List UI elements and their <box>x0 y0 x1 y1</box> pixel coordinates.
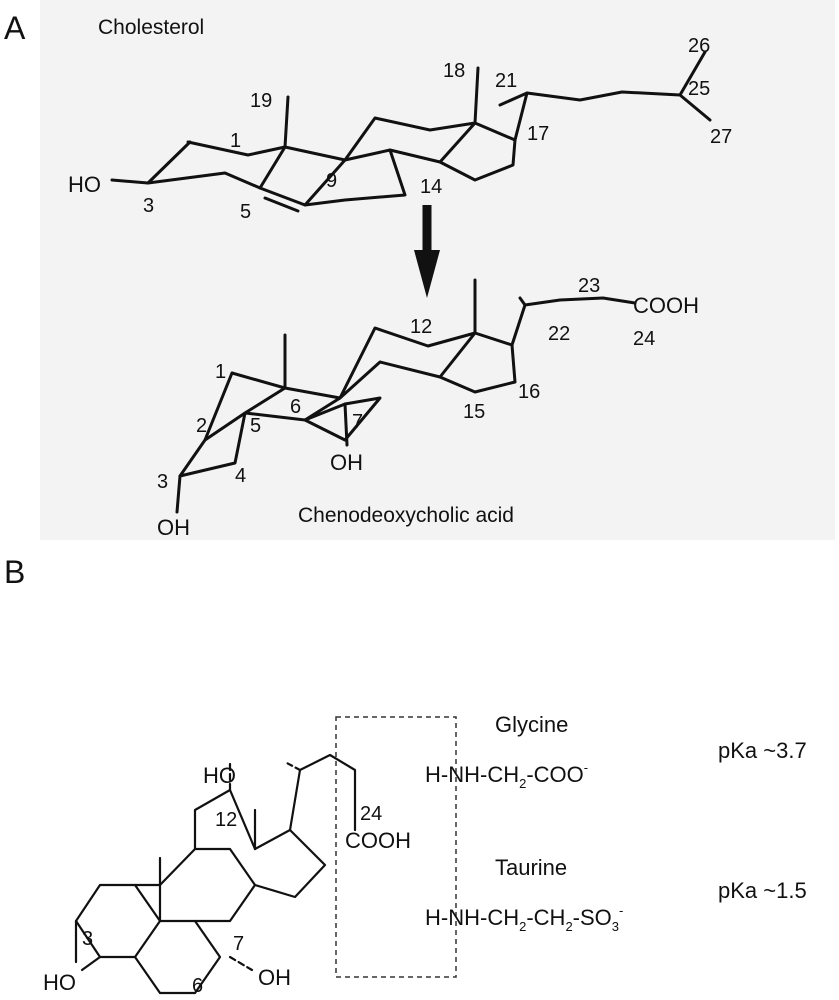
conversion-arrow <box>414 205 440 298</box>
cda-ring-c <box>338 326 477 400</box>
taurine-pka: pKa ~1.5 <box>718 878 807 903</box>
panel-a-letter: A <box>4 10 26 46</box>
cholesterol-c21-label: 21 <box>495 70 517 92</box>
cholesterol-ring-c <box>343 116 477 164</box>
bile-oh7-label: OH <box>258 965 291 990</box>
arrow-head <box>414 250 440 298</box>
cholesterol-c9-label: 9 <box>326 170 337 192</box>
cholesterol-side-chain <box>513 50 707 142</box>
taurine-conjugate: Taurine H-NH-CH2-CH2-SO3- pKa ~1.5 <box>425 855 807 934</box>
cholesterol-c5-label: 5 <box>240 201 251 223</box>
conjugation-site-box <box>335 716 457 978</box>
cda-ring-b-top <box>243 386 342 422</box>
cholesterol-c17-label: 17 <box>527 123 549 145</box>
cda-methyl-21 <box>518 296 527 307</box>
bile-methyl-21 <box>283 760 302 772</box>
bile-cooh-label: COOH <box>345 828 411 853</box>
glycine-conjugate: Glycine H-NH-CH2-COO- pKa ~3.7 <box>425 712 807 791</box>
cda-c16-label: 16 <box>518 381 540 403</box>
bile-c6-label: 6 <box>192 975 203 997</box>
taurine-name: Taurine <box>495 855 567 880</box>
cda-c6-label: 6 <box>290 396 301 418</box>
bile-oh7-bond <box>228 955 254 972</box>
cda-structure: COOH OH OH 1 2 3 4 5 6 7 12 15 16 22 23 … <box>157 275 699 540</box>
cda-c3-label: 3 <box>157 471 168 493</box>
bile-ring-b <box>133 919 222 995</box>
taurine-formula: H-NH-CH2-CH2-SO3- <box>425 903 623 934</box>
bile-side-chain <box>288 753 357 832</box>
cholesterol-methyl-19 <box>283 95 290 149</box>
cda-c12-label: 12 <box>410 316 432 338</box>
bile-oh12-label: HO <box>203 763 236 788</box>
panel-a-background <box>40 0 835 540</box>
cholesterol-ring-b-lower <box>303 148 407 207</box>
cda-oh3-bond <box>175 474 182 514</box>
cda-c4-label: 4 <box>235 465 246 487</box>
bile-c3-label: 3 <box>82 928 93 950</box>
cda-c7-label: 7 <box>352 411 363 433</box>
cda-ring-b-bottom <box>303 396 382 442</box>
cda-c24-label: 24 <box>633 328 655 350</box>
cholesterol-c26-label: 26 <box>688 35 710 57</box>
bile-oh3-bond <box>80 955 102 972</box>
bile-c12-label: 12 <box>215 809 237 831</box>
cholesterol-ring-b <box>258 145 347 207</box>
cda-c1-label: 1 <box>215 361 226 383</box>
cholesterol-methyl-27 <box>678 93 712 122</box>
bile-ring-c <box>158 847 257 923</box>
cda-c2-label: 2 <box>196 415 207 437</box>
cda-cooh-label: COOH <box>633 293 699 318</box>
cholesterol-double-bond <box>263 196 300 213</box>
cholesterol-structure: Cholesterol HO 1 3 5 9 1 <box>68 16 732 223</box>
cholesterol-methyl-21 <box>498 91 529 107</box>
bile-oh3-label: HO <box>43 970 76 995</box>
panel-b-letter: B <box>4 554 26 590</box>
cholesterol-c25-label: 25 <box>688 78 710 100</box>
glycine-name: Glycine <box>495 712 568 737</box>
cda-title: Chenodeoxycholic acid <box>298 504 514 527</box>
cda-oh3-label: OH <box>157 515 190 540</box>
cda-oh7-bond <box>343 402 349 447</box>
glycine-pka: pKa ~3.7 <box>718 738 807 763</box>
cda-oh7-label: OH <box>330 450 363 475</box>
cda-c5-label: 5 <box>250 415 261 437</box>
cholesterol-ring-a <box>146 140 287 190</box>
bile-c24-label: 24 <box>360 803 382 825</box>
cholesterol-c14-label: 14 <box>420 176 442 198</box>
bile-ring-c-upper <box>193 788 257 851</box>
cda-ring-a-left <box>203 371 234 442</box>
cholesterol-c3-label: 3 <box>143 195 154 217</box>
cholesterol-c19-label: 19 <box>250 90 272 112</box>
cholesterol-c18-label: 18 <box>443 60 465 82</box>
cholesterol-ring-d <box>438 121 517 182</box>
cholesterol-ho-label: HO <box>68 172 101 197</box>
cda-ring-d <box>438 331 517 394</box>
cholesterol-methyl-18 <box>473 66 480 125</box>
cda-c15-label: 15 <box>463 401 485 423</box>
bile-ring-d <box>253 828 327 899</box>
bile-acid-structure: HO HO OH COOH 3 6 7 12 24 <box>43 753 411 997</box>
bile-c7-label: 7 <box>233 933 244 955</box>
glycine-formula: H-NH-CH2-COO- <box>425 760 588 791</box>
cholesterol-c27-label: 27 <box>710 126 732 148</box>
cholesterol-c1-label: 1 <box>230 130 241 152</box>
cholesterol-title: Cholesterol <box>98 16 204 39</box>
cda-c22-label: 22 <box>548 323 570 345</box>
cda-c23-label: 23 <box>578 275 600 297</box>
cda-side-chain <box>510 296 637 347</box>
cholesterol-ho-bond <box>110 178 150 185</box>
